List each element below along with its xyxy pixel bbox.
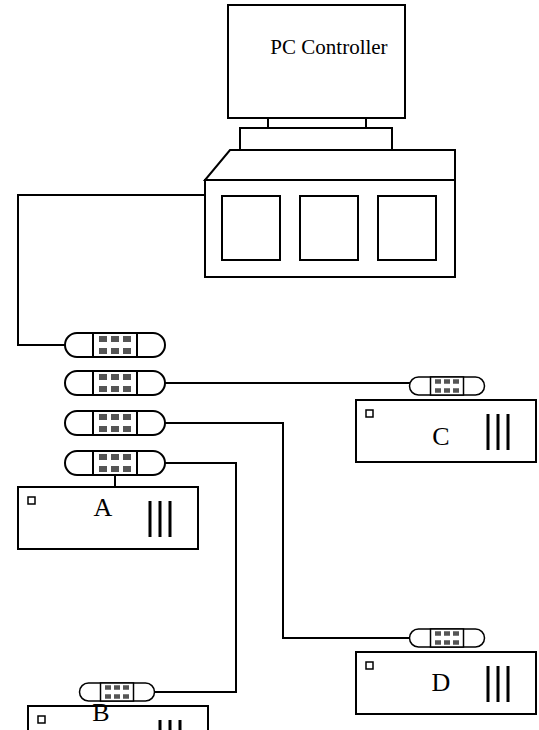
node-label: C bbox=[416, 422, 466, 452]
node-label: PC Controller bbox=[269, 27, 389, 67]
machine-box: A bbox=[18, 333, 198, 549]
machine-box: B bbox=[28, 680, 208, 728]
cable bbox=[165, 382, 410, 384]
cable bbox=[154, 463, 236, 692]
node-label: D bbox=[416, 668, 466, 698]
machine-box: C bbox=[356, 374, 536, 462]
pc-controller: PC Controller bbox=[205, 5, 455, 277]
node-label: A bbox=[78, 493, 128, 523]
machine-box: D bbox=[356, 626, 536, 714]
cable bbox=[18, 195, 205, 345]
cable bbox=[165, 423, 410, 638]
node-label: B bbox=[76, 698, 126, 728]
